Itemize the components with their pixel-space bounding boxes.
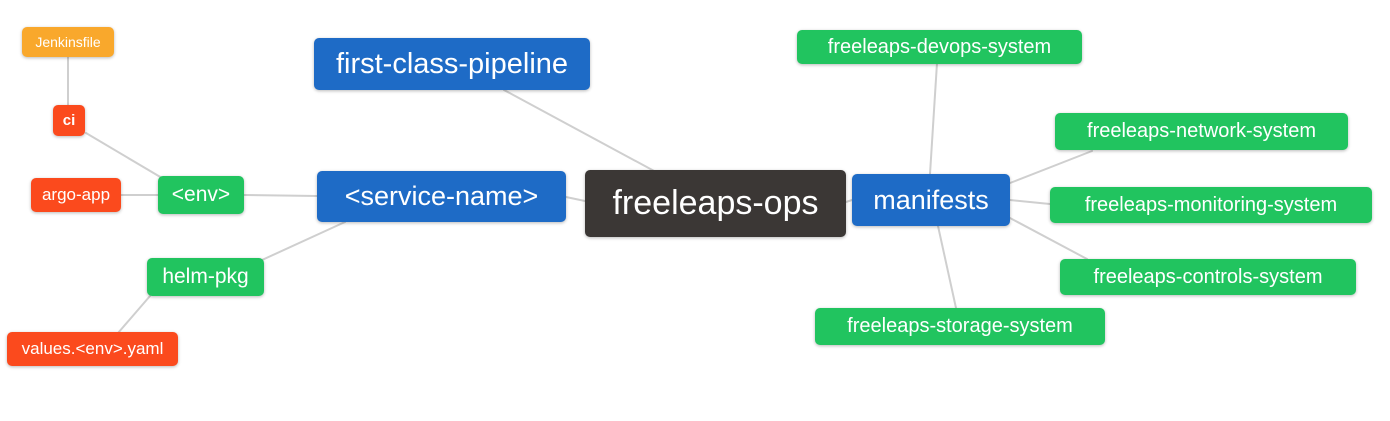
edge-helmpkg-values [117, 295, 151, 334]
edge-root-manifests [845, 199, 853, 203]
edge-manifests-devops [929, 62, 938, 175]
edge-servicename-root [565, 196, 586, 202]
node-freeleaps-ops-root[interactable]: freeleaps-ops [585, 170, 846, 237]
edge-ci-env [85, 132, 163, 179]
node-network-system[interactable]: freeleaps-network-system [1055, 113, 1348, 150]
node-monitoring-system[interactable]: freeleaps-monitoring-system [1050, 187, 1372, 223]
node-helm-pkg[interactable]: helm-pkg [147, 258, 264, 296]
node-manifests[interactable]: manifests [852, 174, 1010, 226]
edge-env-servicename [243, 194, 318, 197]
edge-manifests-storage [937, 225, 957, 309]
node-storage-system[interactable]: freeleaps-storage-system [815, 308, 1105, 345]
edge-manifests-network [1009, 150, 1093, 184]
node-devops-system[interactable]: freeleaps-devops-system [797, 30, 1082, 64]
node-first-class-pipeline[interactable]: first-class-pipeline [314, 38, 590, 90]
node-service-name[interactable]: <service-name> [317, 171, 566, 222]
edge-manifests-monitoring [1009, 199, 1051, 205]
node-values-env-yaml[interactable]: values.<env>.yaml [7, 332, 178, 366]
edge-manifests-controls [1009, 217, 1088, 260]
node-jenkinsfile[interactable]: Jenkinsfile [22, 27, 114, 57]
edge-servicename-helmpkg [261, 221, 346, 261]
node-ci[interactable]: ci [53, 105, 85, 136]
edge-pipeline-root [503, 89, 657, 173]
node-argo-app[interactable]: argo-app [31, 178, 121, 212]
node-env[interactable]: <env> [158, 176, 244, 214]
node-controls-system[interactable]: freeleaps-controls-system [1060, 259, 1356, 295]
